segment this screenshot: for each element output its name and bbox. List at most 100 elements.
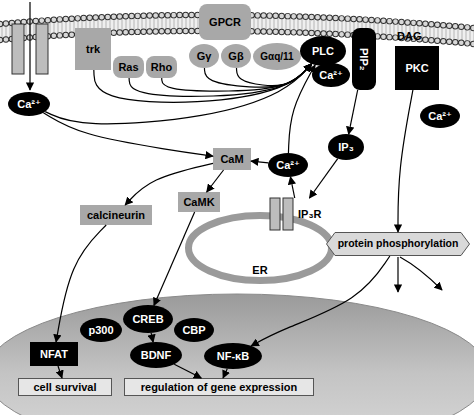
- gtpase-box: Ras: [113, 56, 144, 78]
- ion-ellipse: Ca²⁺: [8, 92, 50, 116]
- node-label: PLC: [312, 45, 334, 57]
- receptor-channel: IP₃R: [268, 198, 328, 230]
- channel-subunit: [270, 198, 280, 230]
- signal-arrow: [94, 64, 312, 102]
- factor-box: NFAT: [30, 342, 78, 366]
- signal-arrow: [288, 65, 315, 153]
- kinase-box: PKC: [395, 46, 439, 90]
- shape-fill: [204, 343, 262, 369]
- node-label: CREB: [132, 313, 163, 325]
- signal-arrow: [223, 369, 227, 378]
- node-label: IP₃R: [298, 208, 321, 220]
- protein-box: calcineurin: [80, 205, 152, 225]
- ion-channel: [36, 24, 48, 74]
- protein-box: CaM: [213, 148, 251, 170]
- membrane-heads: [0, 15, 474, 28]
- signal-arrow: [204, 64, 311, 87]
- node-label: regulation of gene expression: [141, 381, 297, 393]
- shape-fill: [420, 104, 460, 128]
- shape-fill: [8, 92, 50, 116]
- node-label: Ras: [118, 61, 138, 73]
- signal-arrow: [174, 364, 201, 378]
- signal-arrow: [56, 225, 106, 342]
- shape-fill: [174, 318, 214, 342]
- node-label: CBP: [182, 324, 205, 336]
- signal-arrow: [237, 64, 312, 86]
- ion-ellipse: Ca²⁺: [312, 63, 350, 87]
- channel-subunit: [283, 198, 293, 230]
- outcome-box: regulation of gene expression: [124, 378, 314, 396]
- ion-ellipse: Ca²⁺: [420, 104, 460, 128]
- node-label: Rho: [151, 61, 172, 73]
- node-label: protein phosphorylation: [338, 238, 459, 250]
- shape-fill: [328, 134, 364, 160]
- node-label: CaM: [220, 153, 243, 165]
- signal-arrow: [397, 257, 398, 292]
- g-protein-subunit: Gαq/11: [253, 43, 301, 70]
- signal-arrow: [125, 163, 213, 205]
- shape-fill: [130, 342, 182, 368]
- signal-arrow: [58, 366, 62, 378]
- node-label: calcineurin: [87, 209, 145, 221]
- g-protein-subunit: Gβ: [221, 44, 251, 68]
- node-label: trk: [86, 43, 100, 55]
- factor-ellipse: CBP: [174, 318, 214, 342]
- outcome-box: cell survival: [18, 378, 112, 396]
- node-label: Gγ: [197, 50, 212, 62]
- signal-arrow: [309, 159, 337, 198]
- signal-arrow: [129, 64, 311, 96]
- lipid-box: PIP₂: [352, 28, 376, 90]
- signal-arrow: [400, 257, 442, 290]
- shape-fill: [221, 44, 251, 68]
- shape-fill: [268, 153, 308, 177]
- signal-arrow: [251, 256, 390, 346]
- node-label: p300: [88, 324, 113, 336]
- receptor-box: trk: [75, 28, 111, 70]
- receptor-box: GPCR: [199, 4, 251, 40]
- signal-arrow: [151, 333, 153, 342]
- nucleus: [0, 294, 474, 415]
- shape-fill: [80, 318, 122, 342]
- factor-ellipse: CREB: [123, 305, 173, 333]
- factor-ellipse: p300: [80, 318, 122, 342]
- shape-fill: [123, 305, 173, 333]
- node-label: NF-κB: [217, 350, 249, 362]
- node-label: Ca²⁺: [319, 69, 343, 81]
- signal-arrow: [207, 170, 224, 192]
- gtpase-box: Rho: [146, 56, 177, 78]
- membrane-heads-outline: [0, 15, 474, 28]
- node-label: GPCR: [209, 16, 241, 28]
- signal-arrow: [290, 177, 294, 198]
- node-label: Gαq/11: [260, 51, 293, 62]
- signal-arrow: [43, 113, 213, 156]
- component-label: DAG: [397, 30, 421, 42]
- signal-arrow: [398, 90, 413, 232]
- node-label: PIP₂: [358, 48, 370, 71]
- organelle-ellipse: ER: [185, 212, 335, 284]
- node-label: NFAT: [40, 348, 68, 360]
- process-hexagon: protein phosphorylation: [326, 232, 470, 256]
- shape-fill: [253, 43, 301, 70]
- messenger-ellipse: IP₃: [328, 134, 364, 160]
- node-label: CaMK: [183, 196, 214, 208]
- shape-fill: [189, 216, 332, 281]
- node-label: Ca²⁺: [428, 110, 452, 122]
- node-label: IP₃: [338, 141, 353, 153]
- signal-arrow: [45, 64, 311, 124]
- node-label: Ca²⁺: [17, 98, 41, 110]
- signal-arrow: [251, 161, 268, 163]
- node-label: PKC: [405, 62, 428, 74]
- node-label: cell survival: [34, 381, 97, 393]
- shape-fill: [312, 63, 350, 87]
- influx-arrow: [29, 2, 30, 90]
- shape-fill: [189, 44, 219, 68]
- node-label: ER: [252, 264, 267, 276]
- shape-fill: [300, 36, 346, 66]
- ion-channel: [12, 24, 24, 74]
- factor-ellipse: NF-κB: [204, 343, 262, 369]
- g-protein-subunit: Gγ: [189, 44, 219, 68]
- protein-box: CaMK: [178, 192, 220, 212]
- node-label: Gβ: [228, 50, 243, 62]
- node-label: BDNF: [141, 349, 172, 361]
